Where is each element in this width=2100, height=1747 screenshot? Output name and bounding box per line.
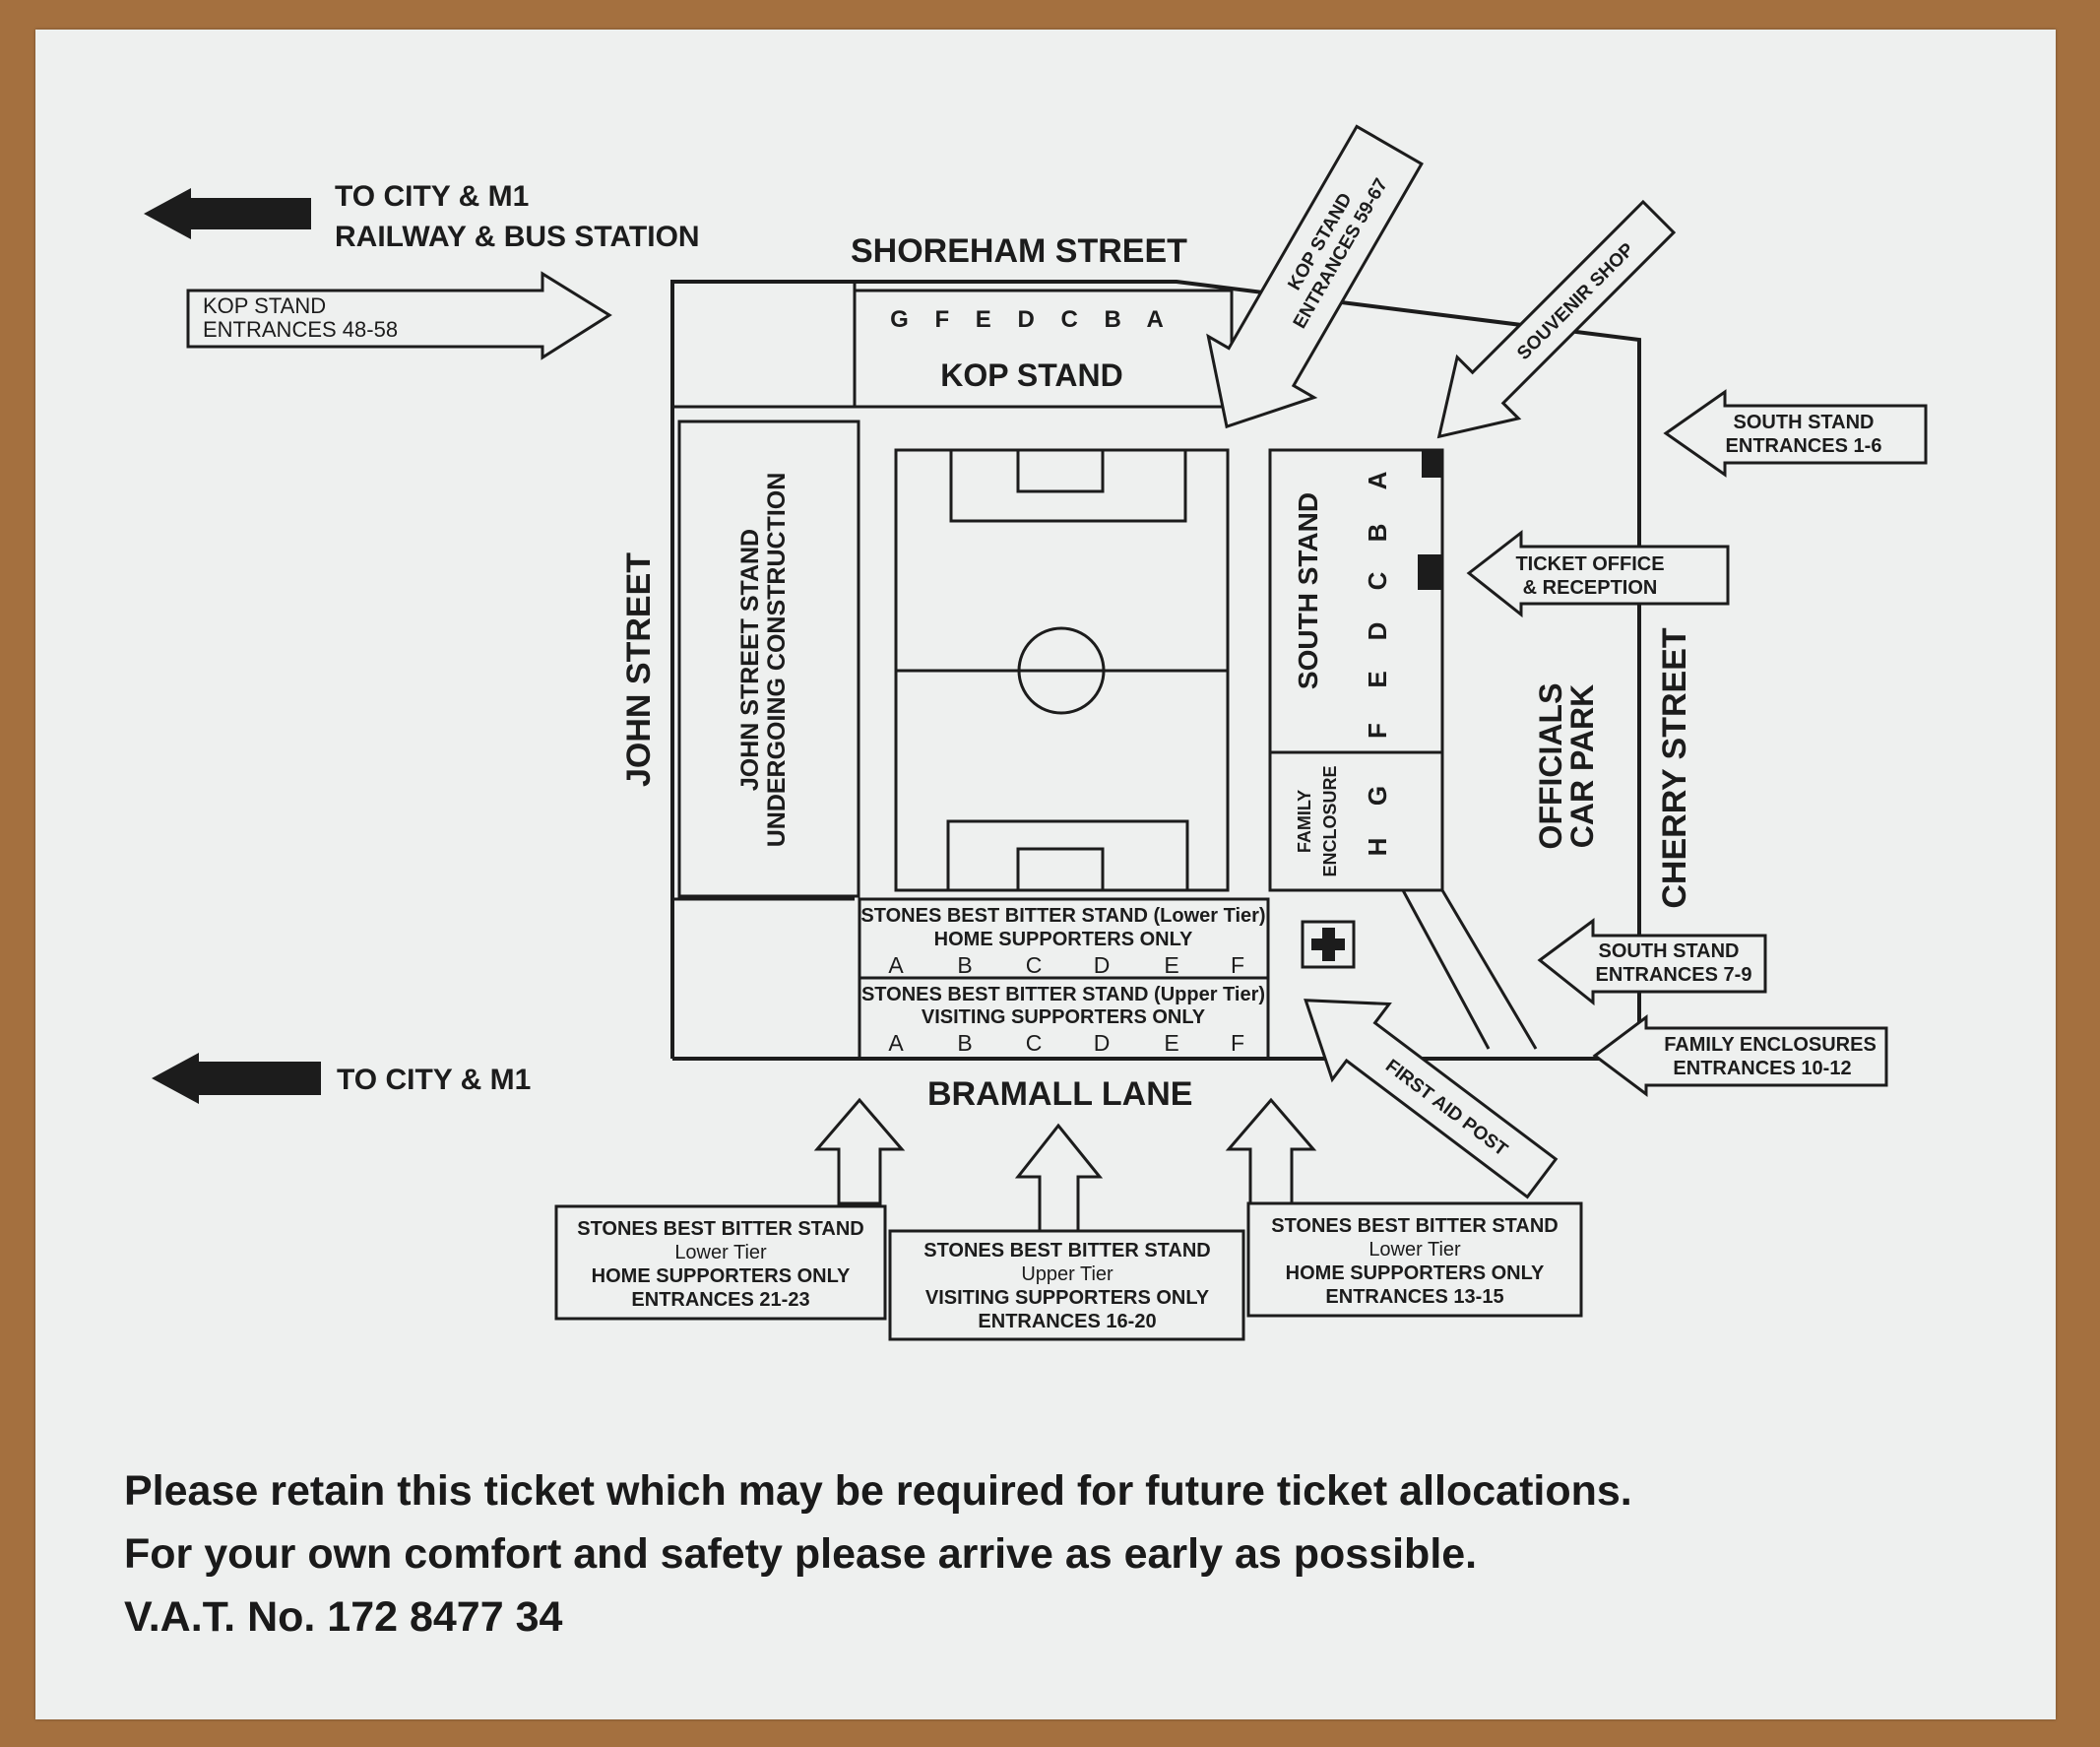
south-stand: SOUTH STAND A B C D E F G H FAMILY ENCLO… (1268, 448, 1444, 892)
direction-top-line1: TO CITY & M1 (335, 180, 529, 213)
box-13-15-line3: HOME SUPPORTERS ONLY (1286, 1262, 1545, 1284)
lower-letter-a: A (888, 952, 904, 978)
south-letter-c: C (1363, 571, 1392, 590)
kop-stand-letters: G F E D C B A (890, 306, 1174, 333)
footer-notes: Please retain this ticket which may be r… (124, 1459, 1632, 1649)
first-aid-cross-icon (1301, 920, 1356, 969)
entrance-ticket-office: TICKET OFFICE & RECEPTION (1466, 529, 1730, 618)
kop-stand: G F E D C B A KOP STAND (853, 289, 1234, 409)
entrance-south-7-9-line1: SOUTH STAND (1599, 940, 1740, 962)
john-stand-line1: JOHN STREET STAND (736, 529, 764, 791)
box-21-23-line3: HOME SUPPORTERS ONLY (592, 1265, 851, 1287)
entrance-family-10-12-line2: ENTRANCES 10-12 (1673, 1058, 1851, 1079)
arrow-up-13-15-icon (1225, 1097, 1317, 1205)
upper-tier-line2: VISITING SUPPORTERS ONLY (922, 1006, 1206, 1028)
entrance-south-1-6-line2: ENTRANCES 1-6 (1726, 435, 1882, 457)
box-16-20-line1: STONES BEST BITTER STAND (923, 1240, 1211, 1262)
entrance-souvenir-shop: SOUVENIR SHOP (1436, 199, 1677, 439)
entrance-south-7-9: SOUTH STAND ENTRANCES 7-9 (1537, 918, 1767, 1006)
john-street-stand: JOHN STREET STAND UNDERGOING CONSTRUCTIO… (677, 420, 860, 898)
street-john: JOHN STREET (620, 552, 658, 787)
first-aid-post-label: FIRST AID POST (1381, 1056, 1511, 1161)
south-stand-label: SOUTH STAND (1293, 492, 1323, 689)
kop-stand-label: KOP STAND (940, 357, 1123, 393)
upper-tier-line1: STONES BEST BITTER STAND (Upper Tier) (861, 984, 1265, 1005)
entrance-box-13-15: STONES BEST BITTER STAND Lower Tier HOME… (1246, 1201, 1583, 1318)
box-13-15-line1: STONES BEST BITTER STAND (1271, 1215, 1559, 1237)
upper-letter-b: B (957, 1030, 972, 1056)
john-stand-line2: UNDERGOING CONSTRUCTION (763, 473, 791, 848)
arrow-up-21-23-icon (813, 1097, 906, 1205)
arrow-left-top-icon (144, 188, 311, 239)
south-letter-e: E (1363, 671, 1392, 687)
south-letter-f: F (1363, 723, 1392, 739)
entrance-south-1-6: SOUTH STAND ENTRANCES 1-6 (1663, 389, 1928, 478)
entrance-souvenir-shop-label: SOUVENIR SHOP (1513, 239, 1638, 364)
street-cherry: CHERRY STREET (1656, 627, 1693, 908)
upper-letter-e: E (1164, 1030, 1178, 1056)
ticket-office-line2: & RECEPTION (1523, 577, 1658, 599)
footer-line1: Please retain this ticket which may be r… (124, 1467, 1632, 1515)
street-bramall: BRAMALL LANE (927, 1075, 1192, 1113)
box-16-20-line4: ENTRANCES 16-20 (978, 1311, 1156, 1332)
entrance-kop-48-58: KOP STAND ENTRANCES 48-58 (186, 271, 612, 360)
street-shoreham: SHOREHAM STREET (851, 232, 1187, 270)
upper-letter-c: C (1026, 1030, 1043, 1056)
family-enclosure-line1: FAMILY (1295, 790, 1314, 853)
south-letter-g: G (1363, 786, 1392, 806)
box-16-20-line3: VISITING SUPPORTERS ONLY (925, 1287, 1210, 1309)
box-13-15-line2: Lower Tier (1368, 1239, 1461, 1261)
lower-letter-b: B (957, 952, 972, 978)
entrance-box-21-23: STONES BEST BITTER STAND Lower Tier HOME… (554, 1204, 887, 1321)
ticket-office-line1: TICKET OFFICE (1515, 553, 1664, 575)
box-16-20-line2: Upper Tier (1021, 1263, 1114, 1285)
footer-line2: For your own comfort and safety please a… (124, 1530, 1478, 1578)
box-21-23-line4: ENTRANCES 21-23 (631, 1289, 809, 1311)
lower-letter-d: D (1094, 952, 1111, 978)
lower-tier-line1: STONES BEST BITTER STAND (Lower Tier) (860, 905, 1265, 927)
arrow-up-16-20-icon (1014, 1123, 1104, 1233)
box-21-23-line1: STONES BEST BITTER STAND (577, 1218, 864, 1240)
footer-line3: V.A.T. No. 172 8477 34 (124, 1593, 563, 1641)
entrance-box-16-20: STONES BEST BITTER STAND Upper Tier VISI… (888, 1229, 1245, 1341)
arrow-left-bottom-icon (152, 1053, 321, 1104)
upper-letter-f: F (1231, 1030, 1244, 1056)
officials-line2: CAR PARK (1564, 684, 1600, 849)
direction-bottom: TO CITY & M1 (337, 1064, 531, 1096)
entrance-kop-48-58-line2: ENTRANCES 48-58 (203, 317, 398, 342)
south-letter-h: H (1363, 838, 1392, 857)
lower-letter-e: E (1164, 952, 1178, 978)
pitch (894, 448, 1230, 892)
stones-stand: STONES BEST BITTER STAND (Lower Tier) HO… (858, 897, 1270, 1061)
entrance-south-1-6-line1: SOUTH STAND (1734, 412, 1875, 433)
box-13-15-line4: ENTRANCES 13-15 (1325, 1286, 1503, 1308)
south-letter-d: D (1363, 622, 1392, 641)
lower-tier-line2: HOME SUPPORTERS ONLY (934, 929, 1193, 950)
entrance-family-10-12: FAMILY ENCLOSURES ENTRANCES 10-12 (1592, 1014, 1888, 1097)
lower-letter-f: F (1231, 952, 1244, 978)
officials-line1: OFFICIALS (1533, 683, 1568, 850)
entrance-first-aid-post: FIRST AID POST (1304, 999, 1559, 1199)
upper-letter-a: A (888, 1030, 904, 1056)
family-enclosure-line2: ENCLOSURE (1320, 765, 1340, 876)
direction-top-line2: RAILWAY & BUS STATION (335, 221, 700, 253)
box-21-23-line2: Lower Tier (674, 1242, 767, 1263)
upper-letter-d: D (1094, 1030, 1111, 1056)
entrance-south-7-9-line2: ENTRANCES 7-9 (1596, 964, 1752, 986)
entrance-family-10-12-line1: FAMILY ENCLOSURES (1664, 1034, 1877, 1056)
entrance-kop-48-58-line1: KOP STAND (203, 293, 326, 318)
south-letter-b: B (1363, 524, 1392, 543)
lower-letter-c: C (1026, 952, 1043, 978)
south-letter-a: A (1363, 471, 1392, 489)
